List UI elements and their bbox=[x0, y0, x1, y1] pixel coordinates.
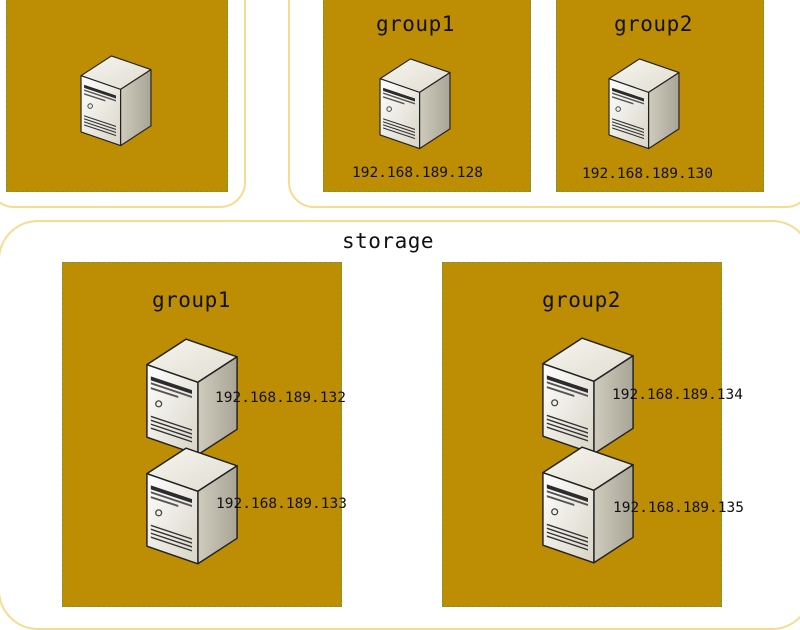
top-group2-ip: 192.168.189.130 bbox=[582, 166, 713, 182]
server-icon bbox=[78, 52, 154, 148]
storage-group2-ip-1: 192.168.189.134 bbox=[612, 387, 743, 403]
server-icon bbox=[377, 55, 453, 151]
top-group2-title: group2 bbox=[614, 12, 693, 36]
top-group1-ip: 192.168.189.128 bbox=[352, 165, 483, 181]
server-icon bbox=[606, 55, 682, 151]
storage-group2-ip-2: 192.168.189.135 bbox=[613, 500, 744, 516]
storage-group1-title: group1 bbox=[152, 288, 231, 312]
top-group1-title: group1 bbox=[376, 12, 455, 36]
storage-group2-title: group2 bbox=[542, 288, 621, 312]
storage-title: storage bbox=[342, 229, 435, 253]
storage-group1-ip-1: 192.168.189.132 bbox=[215, 390, 346, 406]
storage-group1-ip-2: 192.168.189.133 bbox=[216, 496, 347, 512]
